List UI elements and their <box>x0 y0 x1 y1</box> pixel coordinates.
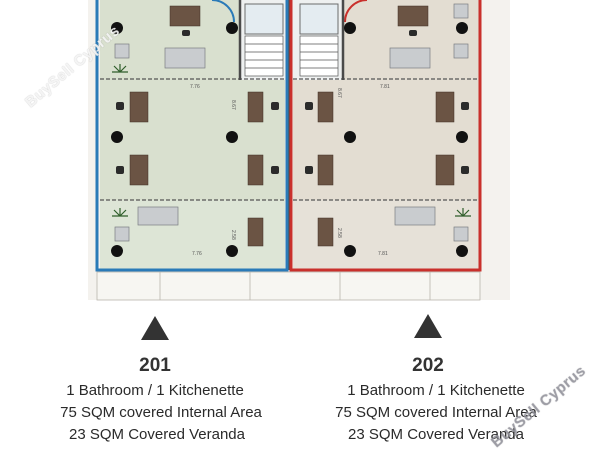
unit-202-outline <box>289 0 482 272</box>
dim-right-bottom: 7.81 <box>378 251 388 257</box>
bathroom-202 <box>299 3 339 35</box>
unit-201-arrow-icon <box>141 316 169 340</box>
unit-202-number: 202 <box>412 355 444 376</box>
sofas <box>114 3 469 242</box>
walls <box>238 0 345 270</box>
unit-202-internal-area: 75 SQM covered Internal Area <box>335 404 537 421</box>
office-chairs <box>116 30 469 174</box>
unit-201-outline <box>95 0 289 272</box>
dim-left-top: 7.76 <box>190 84 200 90</box>
structural-columns <box>111 22 468 257</box>
partition-lines <box>100 78 479 201</box>
veranda-edge-dividers <box>159 272 431 300</box>
unit-202-arrow-icon <box>414 314 442 338</box>
door-202 <box>344 0 368 23</box>
bathroom-201 <box>244 3 284 35</box>
dim-left-vertical-upper: 8.67 <box>230 100 236 110</box>
floor-plan: 7.76 8.67 2.58 7.76 7.81 8.67 2.58 7.81 <box>88 0 510 301</box>
dim-right-vertical-lower: 2.58 <box>336 228 342 238</box>
dim-right-vertical-upper: 8.67 <box>336 88 342 98</box>
plants <box>112 64 471 217</box>
unit-201-veranda-area: 23 SQM Covered Veranda <box>69 426 245 443</box>
unit-201-number: 201 <box>139 355 171 376</box>
unit-202-bath-kitchen: 1 Bathroom / 1 Kitchenette <box>347 382 525 399</box>
unit-202-veranda-area: 23 SQM Covered Veranda <box>348 426 524 443</box>
stairs <box>244 35 339 77</box>
unit-201-internal-area: 75 SQM covered Internal Area <box>60 404 262 421</box>
dim-left-bottom: 7.76 <box>192 251 202 257</box>
office-desks <box>129 5 455 247</box>
dim-right-top: 7.81 <box>380 84 390 90</box>
door-201 <box>211 0 235 23</box>
dim-left-vertical-lower: 2.58 <box>230 230 236 240</box>
veranda-edge <box>96 271 481 301</box>
unit-201-bath-kitchen: 1 Bathroom / 1 Kitchenette <box>66 382 244 399</box>
